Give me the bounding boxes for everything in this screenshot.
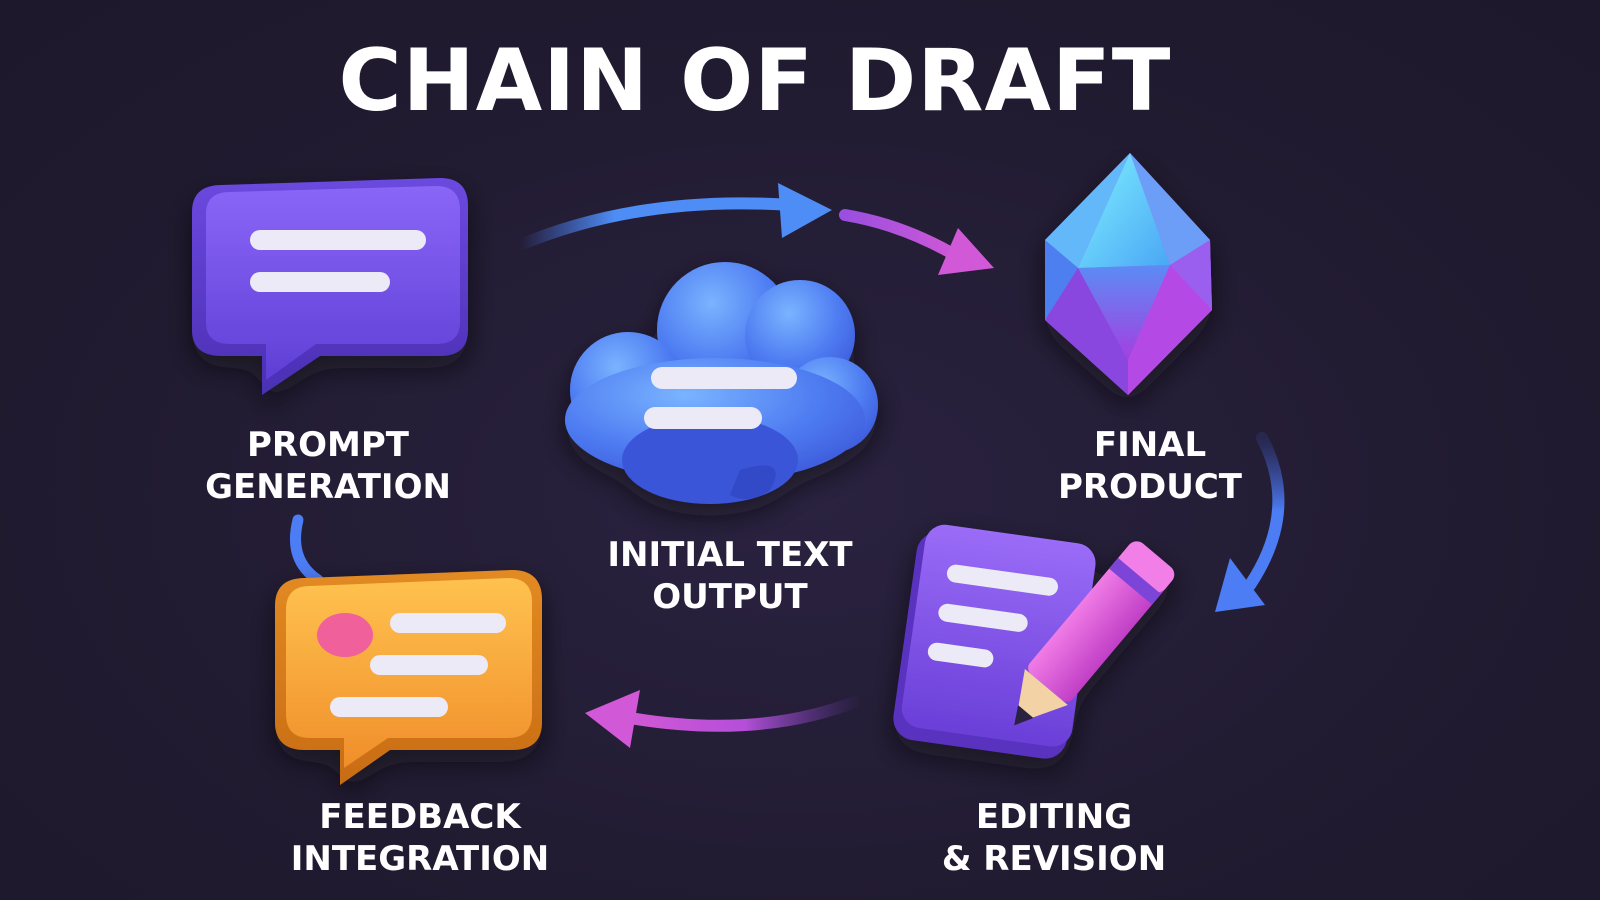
step-label-editing-revision: EDITING & REVISION — [904, 796, 1204, 880]
step-label-line: EDITING — [975, 797, 1133, 837]
arrow-editing-to-feedback — [585, 690, 866, 748]
arrow-prompt-to-initial — [514, 183, 832, 251]
feedback-bubble-icon — [275, 570, 542, 785]
step-label-line: INTEGRATION — [290, 839, 550, 879]
arrow-initial-to-final — [839, 209, 994, 275]
step-label-line: INITIAL TEXT — [607, 535, 853, 575]
step-label-line: PROMPT — [247, 425, 409, 465]
arrow-feedback-to-prompt — [290, 514, 324, 586]
step-label-initial-text-output: INITIAL TEXT OUTPUT — [580, 534, 880, 618]
speech-bubble-icon — [192, 178, 468, 395]
cloud-icon — [565, 262, 878, 504]
step-label-prompt-generation: PROMPT GENERATION — [178, 424, 478, 508]
step-label-line: PRODUCT — [1058, 467, 1242, 507]
step-label-line: OUTPUT — [652, 577, 808, 617]
step-label-final-product: FINAL PRODUCT — [1000, 424, 1300, 508]
arrow-final-to-editing — [1215, 432, 1285, 612]
step-label-line: FINAL — [1093, 425, 1207, 465]
crystal-gem-icon — [1045, 153, 1212, 395]
step-label-line: FEEDBACK — [319, 797, 521, 837]
document-pencil-icon — [893, 524, 1175, 759]
step-label-line: & REVISION — [941, 839, 1167, 879]
page-title: CHAIN OF DRAFT — [338, 31, 1172, 131]
step-label-feedback-integration: FEEDBACK INTEGRATION — [270, 796, 570, 880]
step-label-line: GENERATION — [205, 467, 451, 507]
